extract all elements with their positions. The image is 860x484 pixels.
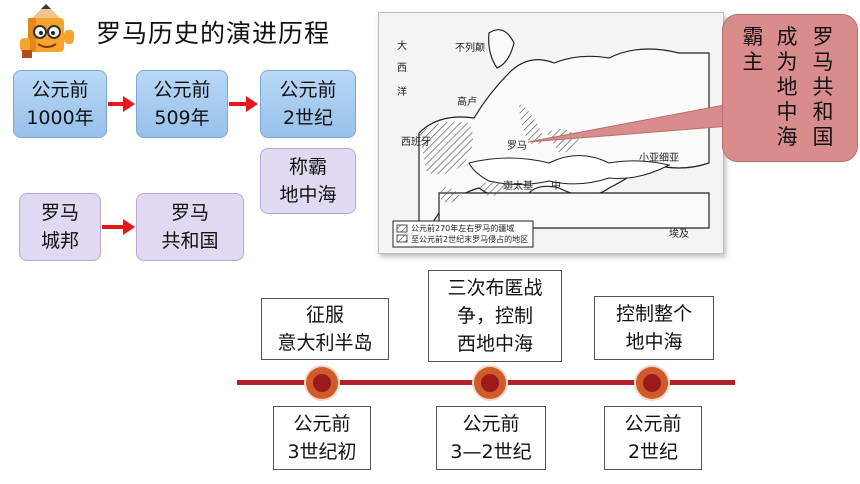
box-line2: 城邦	[40, 230, 79, 252]
date-box-line2: 1000年	[26, 107, 94, 129]
callout-col-1: 霸主	[742, 25, 764, 74]
date-line1: 公元前	[462, 413, 520, 435]
map-label-ocean-3: 洋	[397, 87, 407, 98]
arrow-3-head	[123, 219, 135, 235]
date-line1: 公元前	[293, 413, 351, 435]
date-box-509bc: 公元前 509年	[136, 70, 228, 138]
map-label-sea: 中	[551, 181, 561, 192]
timeline-dot-1	[306, 367, 338, 399]
date-box-line2: 2世纪	[282, 107, 334, 129]
event-line1: 控制整个	[615, 303, 692, 325]
date-box-line1: 公元前	[153, 79, 211, 101]
date-line1: 公元前	[624, 413, 682, 435]
map-label-gaul: 高卢	[457, 97, 477, 108]
republic-box: 罗马 共和国	[136, 193, 244, 261]
box-line1: 罗马	[40, 202, 79, 224]
date-box-1000bc: 公元前 1000年	[13, 70, 107, 138]
event-line1: 征服	[305, 304, 344, 326]
box-line1: 称霸	[288, 156, 327, 178]
map-label-rome: 罗马	[507, 141, 527, 152]
date-box-line1: 公元前	[279, 79, 337, 101]
map-label-britain: 不列颠	[455, 43, 485, 54]
callout-col-3: 罗马共和国	[812, 25, 834, 149]
event-box-conquer-italy: 征服 意大利半岛	[261, 298, 389, 360]
event-line2: 意大利半岛	[277, 332, 373, 354]
date-line2: 3世纪初	[287, 441, 357, 463]
box-line2: 地中海	[279, 184, 337, 206]
timeline-dot-3	[636, 367, 668, 399]
map-label-egypt: 埃及	[669, 229, 689, 240]
event-box-punic-wars: 三次布匿战 争，控制 西地中海	[428, 270, 562, 362]
dominate-mediterranean-box: 称霸 地中海	[260, 148, 356, 214]
map-legend-2: 至公元前2世纪末罗马侵占的地区	[411, 235, 529, 244]
map-label-spain: 西班牙	[401, 137, 431, 148]
map-drawing	[379, 13, 723, 253]
map-label-carthage: 迦太基	[503, 181, 533, 192]
date-label-3rd-2nd-century: 公元前 3—2世纪	[436, 406, 546, 470]
page-title: 罗马历史的演进历程	[96, 19, 331, 48]
map-label-asia-minor: 小亚细亚	[639, 153, 679, 164]
date-label-3rd-century-early: 公元前 3世纪初	[273, 406, 371, 470]
event-line1: 三次布匿战	[447, 277, 543, 299]
timeline-dot-2	[474, 367, 506, 399]
city-state-box: 罗马 城邦	[19, 193, 101, 261]
arrow-3-line	[102, 225, 124, 229]
arrow-2-head	[246, 96, 258, 112]
map-label-ocean-2: 西	[397, 63, 407, 74]
arrow-1-line	[108, 102, 124, 106]
date-box-2nd-century-bc: 公元前 2世纪	[260, 70, 356, 138]
box-line2: 共和国	[161, 230, 219, 252]
event-line3: 西地中海	[456, 333, 533, 355]
event-box-control-mediterranean: 控制整个 地中海	[594, 296, 714, 360]
callout-col-2: 成为地中海	[776, 25, 798, 149]
callout-pointer	[527, 103, 731, 143]
date-label-2nd-century: 公元前 2世纪	[604, 406, 702, 470]
date-line2: 2世纪	[627, 441, 679, 463]
pencil-mascot-icon	[20, 4, 74, 58]
arrow-1-head	[123, 96, 135, 112]
date-line2: 3—2世纪	[450, 441, 532, 463]
date-box-line2: 509年	[154, 107, 210, 129]
callout-bubble: 霸主 成为地中海 罗马共和国	[722, 14, 858, 162]
event-line2: 地中海	[625, 331, 683, 353]
date-box-line1: 公元前	[31, 79, 89, 101]
map-legend-1: 公元前270年左右罗马的疆域	[411, 224, 515, 233]
arrow-2-line	[229, 102, 247, 106]
event-line2: 争，控制	[456, 305, 533, 327]
map-label-ocean-1: 大	[397, 41, 407, 52]
box-line1: 罗马	[170, 202, 209, 224]
